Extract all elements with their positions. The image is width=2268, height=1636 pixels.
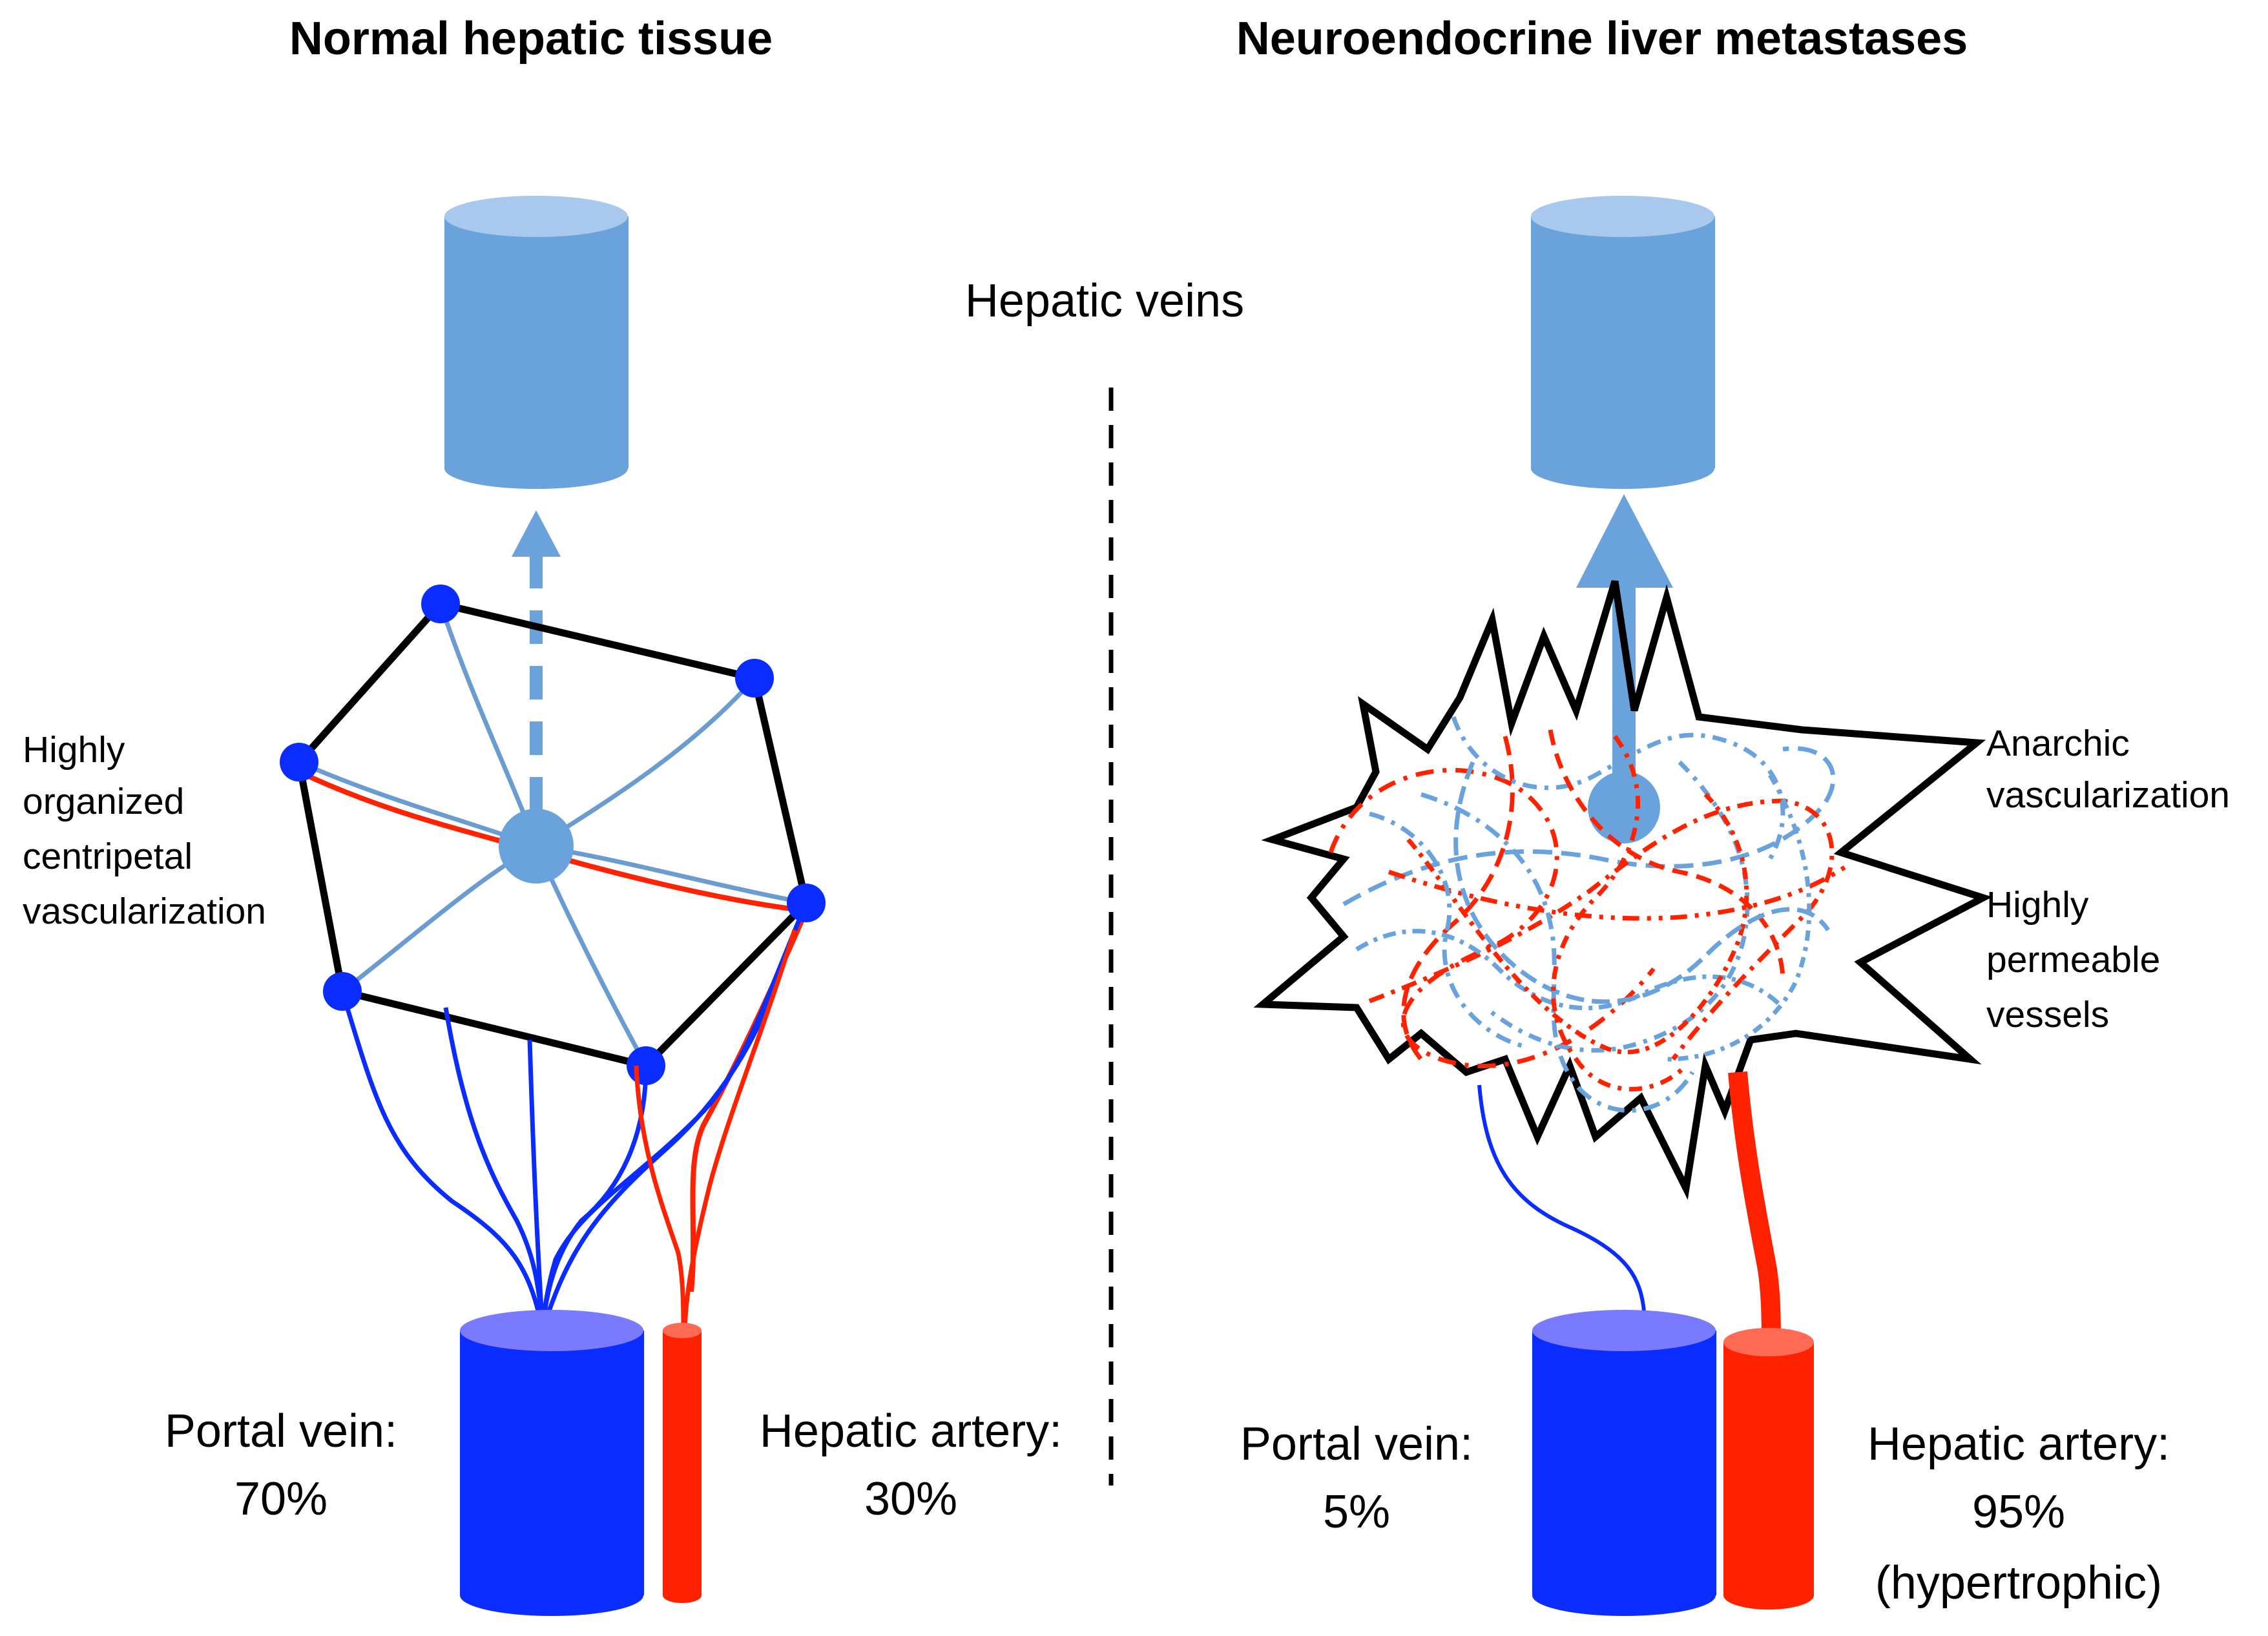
anarchic-line-2: vascularization <box>1986 774 2230 816</box>
left-label-line-1: Highly <box>23 729 125 771</box>
right-panel-title: Neuroendocrine liver metastases <box>1236 13 1968 65</box>
right-hepatic-artery-cylinder <box>1723 1328 1814 1610</box>
right-portal-value: 5% <box>1323 1486 1390 1538</box>
left-central-vein <box>499 809 574 884</box>
right-artery-note: (hypertrophic) <box>1875 1557 2162 1609</box>
anarchic-line-1: Anarchic <box>1986 723 2130 764</box>
left-portal-label: Portal vein: <box>165 1405 397 1457</box>
left-artery-branches <box>634 929 797 1331</box>
hepatic-veins-label: Hepatic veins <box>965 275 1244 327</box>
right-portal-vein-cylinder <box>1532 1310 1716 1616</box>
left-artery-label: Hepatic artery: <box>760 1405 1062 1457</box>
left-hepatic-artery-cylinder <box>663 1323 702 1603</box>
left-portal-value: 70% <box>234 1473 328 1525</box>
left-hepatic-vein-cylinder <box>444 196 629 489</box>
right-portal-branch <box>1477 1084 1646 1312</box>
permeable-line-3: vessels <box>1986 994 2109 1035</box>
left-portal-vein-cylinder <box>460 1310 644 1616</box>
right-tumor-outline <box>1253 580 1993 1200</box>
right-anarchic-label: Anarchic vascularization <box>1986 723 2230 816</box>
left-artery-value: 30% <box>864 1473 957 1525</box>
left-panel-title: Normal hepatic tissue <box>289 13 773 65</box>
right-artery-value: 95% <box>1972 1486 2065 1538</box>
left-dashed-outflow-arrow <box>512 510 561 811</box>
right-artery-branch <box>1728 1071 1781 1344</box>
permeable-line-1: Highly <box>1986 884 2089 926</box>
left-portal-branches <box>340 902 809 1332</box>
right-anarchic-vessels <box>1328 716 1849 1113</box>
right-hepatic-vein-cylinder <box>1531 196 1715 489</box>
left-label-line-3: centripetal <box>23 836 192 877</box>
permeable-line-2: permeable <box>1986 939 2160 980</box>
right-permeable-label: Highly permeable vessels <box>1986 884 2160 1035</box>
left-organization-label: Highly organized centripetal vasculariza… <box>23 729 266 932</box>
right-portal-label: Portal vein: <box>1240 1418 1473 1470</box>
left-label-line-2: organized <box>23 781 184 822</box>
right-artery-label: Hepatic artery: <box>1867 1418 2170 1470</box>
left-label-line-4: vascularization <box>23 891 266 932</box>
